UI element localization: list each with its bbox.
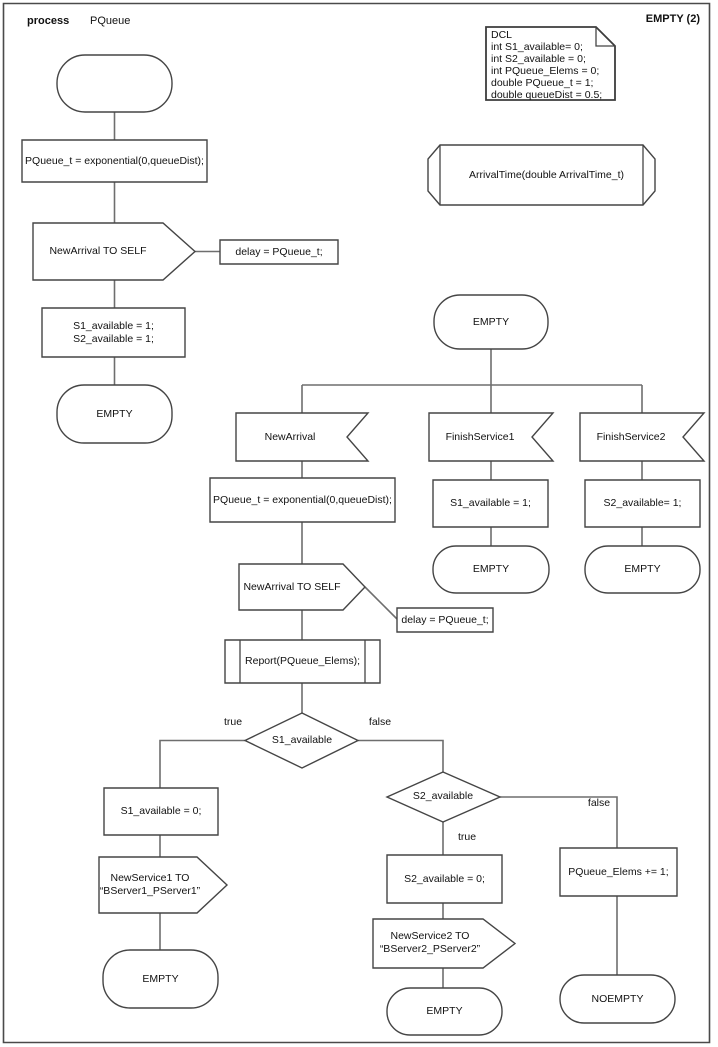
output-newarrival-self-main-label: NewArrival TO SELF bbox=[243, 580, 341, 593]
procedure-arrivaltime-label: ArrivalTime(double ArrivalTime_t) bbox=[468, 168, 624, 181]
input-finishservice2-symbol bbox=[580, 413, 704, 461]
state-noempty-symbol bbox=[560, 975, 675, 1023]
task-set-delay-main-symbol bbox=[210, 478, 395, 522]
dcl-line: int S2_available = 0; bbox=[491, 53, 586, 65]
process-name: PQueue bbox=[90, 15, 131, 27]
task-s2-available-0-symbol bbox=[387, 855, 502, 903]
state-empty-main-symbol bbox=[434, 295, 548, 349]
connector-output2-to-comment bbox=[365, 587, 397, 619]
state-empty-s2-label: EMPTY bbox=[426, 1005, 463, 1017]
input-newarrival-symbol bbox=[236, 413, 368, 461]
output-newarrival-self-main-symbol bbox=[239, 564, 365, 610]
state-empty-s1-label: EMPTY bbox=[142, 972, 179, 985]
procedure-report-label: Report(PQueue_Elems); bbox=[245, 655, 360, 667]
decision-s2-available-label: S2_available bbox=[412, 790, 474, 802]
state-empty-fs1-label: EMPTY bbox=[472, 563, 510, 575]
task-init-servers-symbol bbox=[42, 308, 185, 357]
declaration-note-fold bbox=[596, 27, 615, 46]
comment-delay-init-symbol bbox=[220, 240, 338, 264]
branch-s1-true-label: true bbox=[223, 716, 243, 728]
dcl-line: int S1_available= 0; bbox=[491, 41, 583, 53]
output-newservice2-symbol bbox=[373, 919, 515, 968]
comment-delay-init-label: delay = PQueue_t; bbox=[235, 245, 323, 258]
decision-s1-available-label: S1_available bbox=[271, 733, 333, 746]
task-pqueue-elems-inc-label: PQueue_Elems += 1; bbox=[568, 865, 669, 878]
task-s1-available-1-label: S1_available = 1; bbox=[450, 497, 531, 509]
procedure-arrivaltime-caps bbox=[440, 145, 643, 205]
connector-s1-true-branch bbox=[160, 741, 245, 789]
state-empty-s1-symbol bbox=[103, 950, 218, 1008]
decision-s1-available-symbol bbox=[245, 713, 358, 768]
input-finishservice1-label: FinishService1 bbox=[445, 430, 515, 443]
page-label: EMPTY (2) bbox=[645, 13, 700, 25]
branch-s1-false-label: false bbox=[368, 716, 392, 728]
decision-s2-available-symbol bbox=[387, 772, 500, 822]
task-s2-available-1-symbol bbox=[585, 480, 700, 527]
procedure-report-caps bbox=[240, 640, 365, 683]
dcl-line: double PQueue_t = 1; bbox=[491, 77, 594, 89]
connector-s2-false-branch bbox=[500, 797, 617, 848]
task-s1-available-1-symbol bbox=[433, 480, 548, 527]
process-keyword: process bbox=[27, 15, 70, 27]
task-init-servers-label: S1_available = 1; S2_available = 1; bbox=[73, 319, 154, 345]
task-set-delay-init-label: PQueue_t = exponential(0,queueDist); bbox=[25, 154, 204, 167]
task-s2-available-1-label: S2_available= 1; bbox=[603, 497, 682, 509]
dcl-line: int PQueue_Elems = 0; bbox=[491, 65, 600, 77]
output-newservice2-label: NewService2 TO “BServer2_PServer2” bbox=[379, 930, 481, 955]
start-state-symbol bbox=[57, 55, 172, 112]
procedure-report-symbol bbox=[225, 640, 380, 683]
task-set-delay-init-symbol bbox=[22, 140, 207, 182]
branch-s2-false-label: false bbox=[587, 796, 611, 809]
output-newservice1-symbol bbox=[99, 857, 227, 913]
task-s1-available-0-label: S1_available = 0; bbox=[120, 805, 202, 817]
task-s1-available-0-symbol bbox=[104, 788, 218, 835]
output-newarrival-self-init-symbol bbox=[33, 223, 195, 280]
comment-delay-main-symbol bbox=[397, 608, 493, 632]
state-empty-init-label: EMPTY bbox=[96, 407, 133, 420]
state-empty-s2-symbol bbox=[387, 988, 502, 1035]
state-empty-init-symbol bbox=[57, 385, 172, 443]
branch-s2-true-label: true bbox=[457, 831, 477, 843]
output-newarrival-self-init-label: NewArrival TO SELF bbox=[49, 245, 147, 257]
state-empty-fs2-symbol bbox=[585, 546, 700, 593]
dcl-line: DCL bbox=[491, 29, 513, 41]
connector-s1-false-branch bbox=[358, 741, 443, 773]
dcl-line: double queueDist = 0.5; bbox=[491, 89, 603, 101]
task-pqueue-elems-inc-symbol bbox=[560, 848, 677, 896]
page-border bbox=[4, 4, 710, 1043]
output-newservice1-label: NewService1 TO “BServer1_PServer1” bbox=[99, 871, 201, 897]
state-noempty-label: NOEMPTY bbox=[591, 992, 644, 1005]
task-s2-available-0-label: S2_available = 0; bbox=[404, 872, 485, 885]
input-newarrival-label: NewArrival bbox=[264, 430, 316, 443]
input-finishservice1-symbol bbox=[429, 413, 553, 461]
state-empty-main-label: EMPTY bbox=[472, 315, 510, 328]
input-finishservice2-label: FinishService2 bbox=[596, 430, 666, 443]
state-empty-fs2-label: EMPTY bbox=[624, 563, 661, 575]
declaration-note-symbol bbox=[486, 27, 615, 100]
task-set-delay-main-label: PQueue_t = exponential(0,queueDist); bbox=[213, 493, 392, 506]
state-empty-fs1-symbol bbox=[433, 546, 549, 593]
comment-delay-main-label: delay = PQueue_t; bbox=[401, 613, 489, 626]
